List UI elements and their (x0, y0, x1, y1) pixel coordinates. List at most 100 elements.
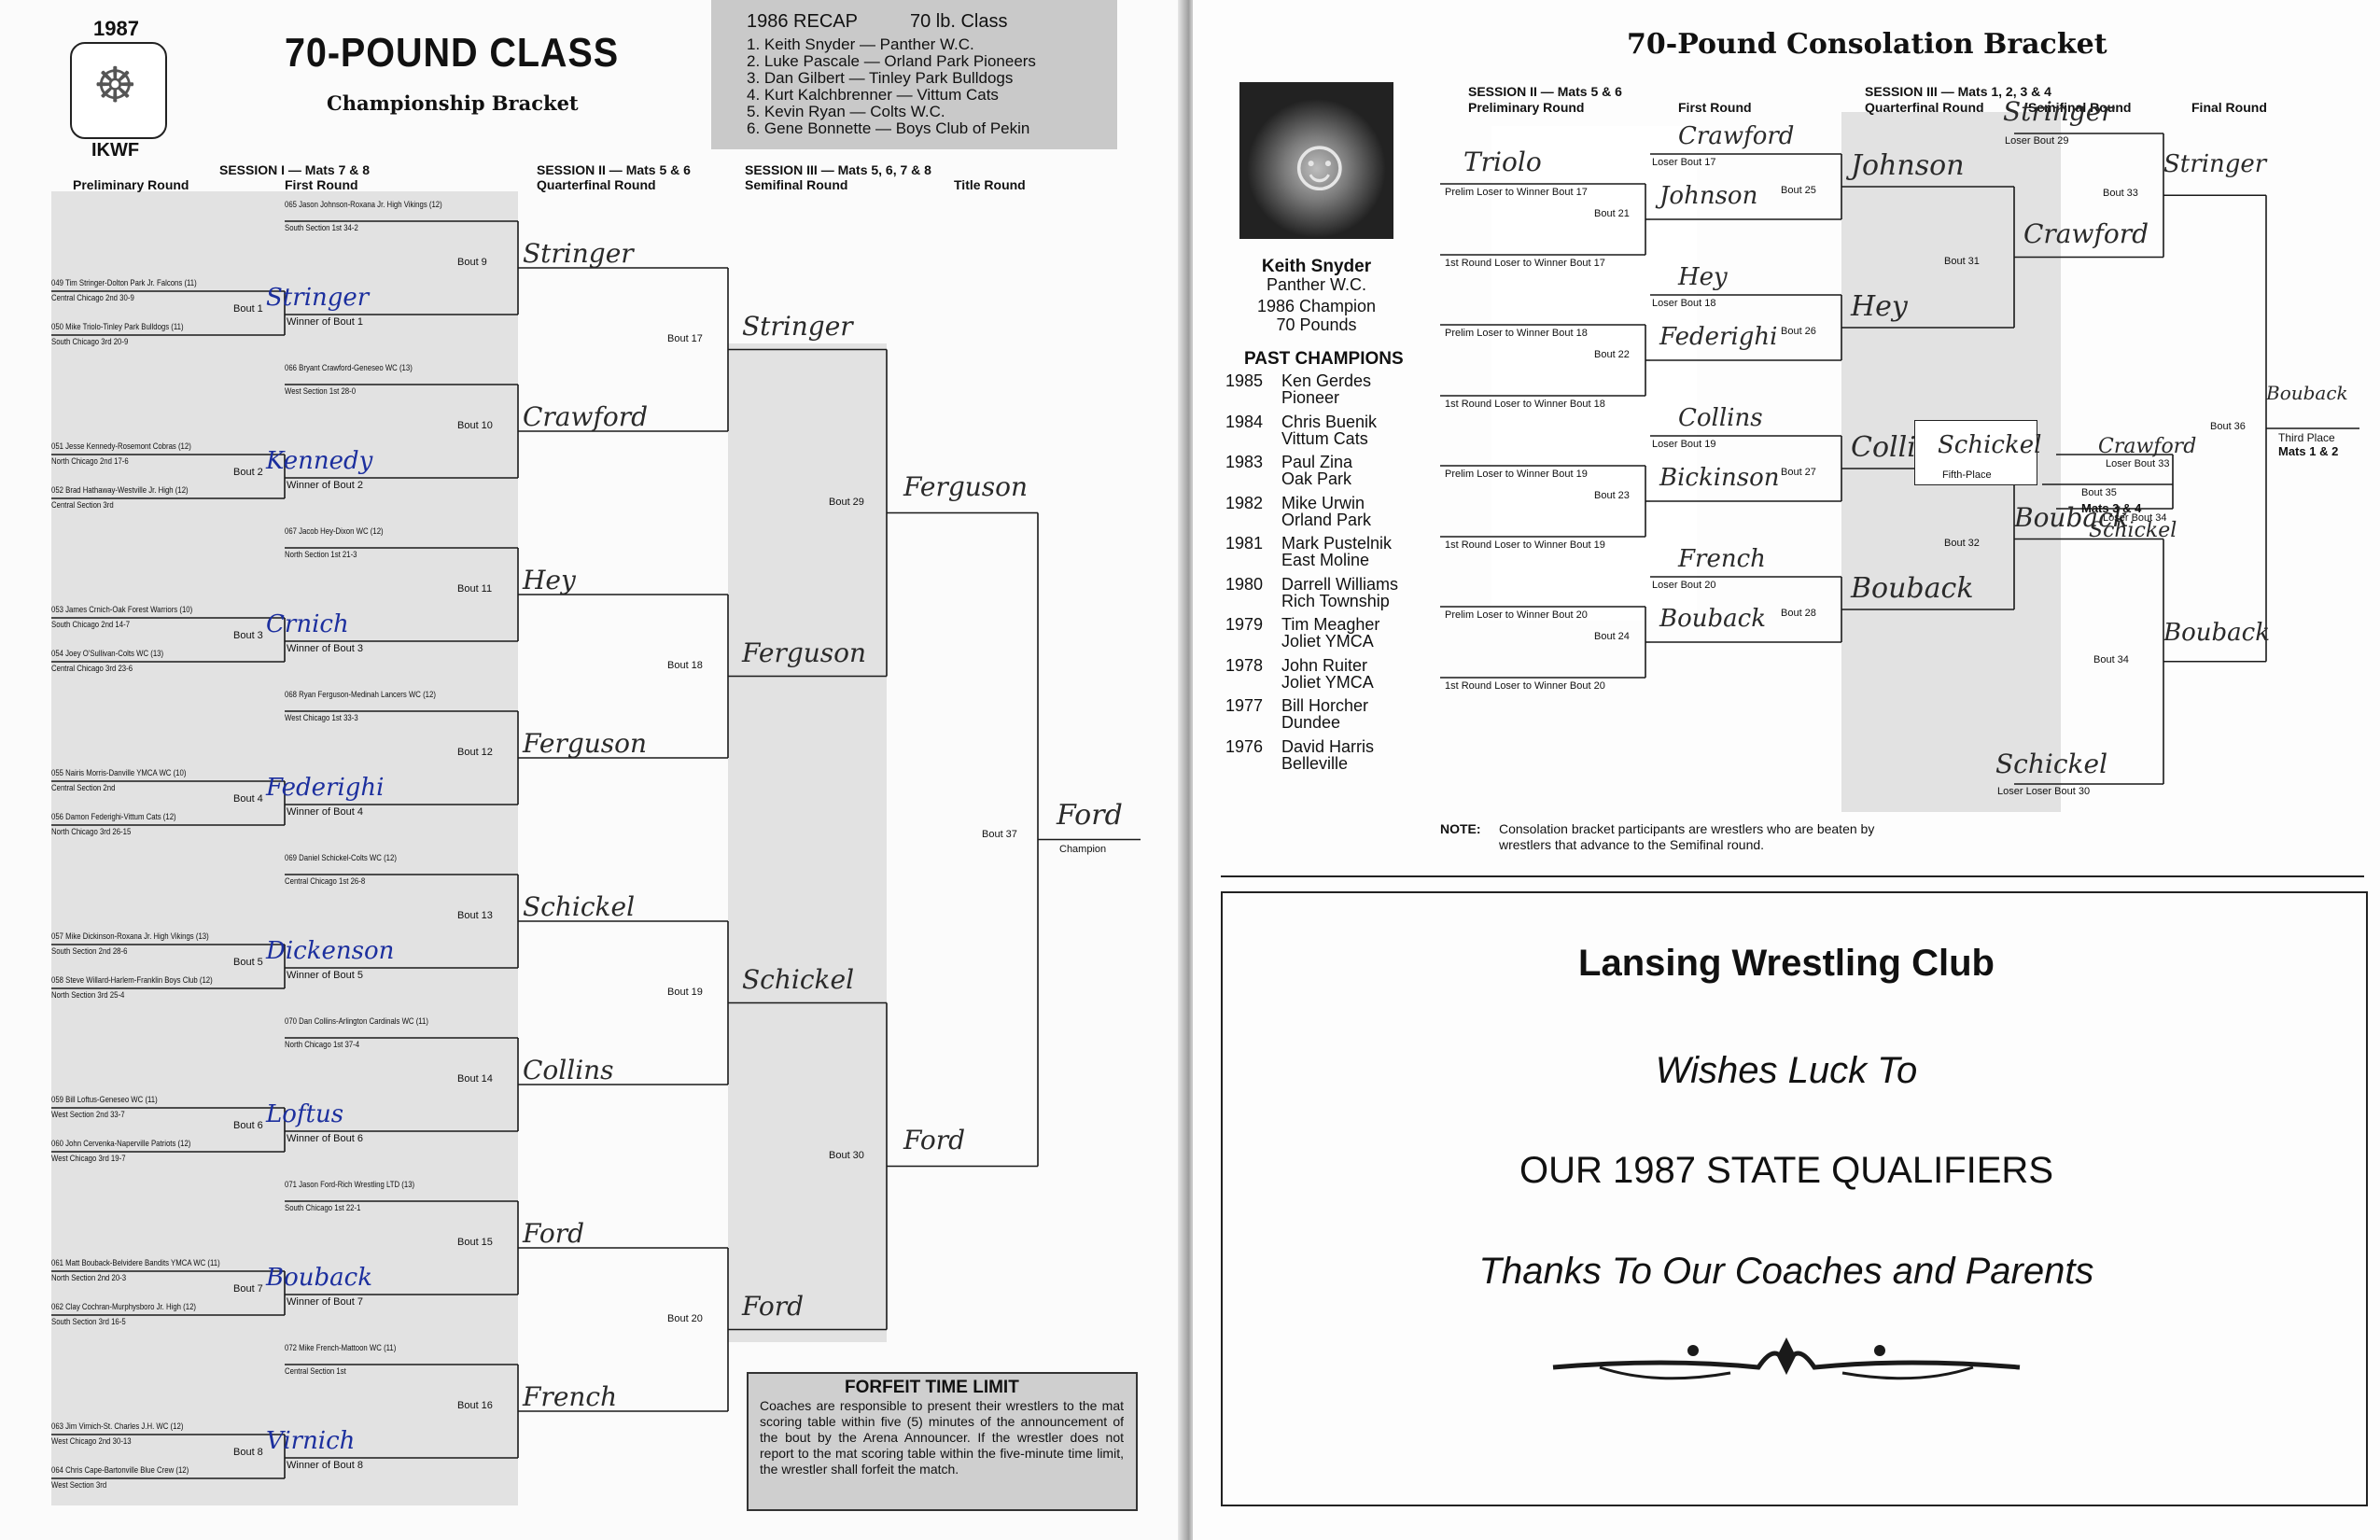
header-prelim: Preliminary Round (1468, 100, 1585, 115)
caption-name: Keith Snyder (1261, 257, 1372, 276)
qf-bout: Bout 18 (667, 659, 703, 671)
past-champions-title: PAST CHAMPIONS (1244, 349, 1404, 369)
past-club: East Moline (1281, 551, 1370, 569)
cons-fr-top-handwriting: Crawford (1678, 122, 1795, 150)
prelim-record-top: West Chicago 2nd 30-13 (51, 1436, 132, 1447)
header-qf: Quarterfinal Round (537, 177, 656, 192)
first-round-bout: Bout 12 (457, 747, 493, 758)
champion-label: Champion (1059, 843, 1107, 855)
cons-fr-handwriting: Bouback (1851, 572, 1974, 605)
prelim-bout: Bout 7 (233, 1282, 263, 1295)
header-qf: Quarterfinal Round (1865, 100, 1984, 115)
recap-box (711, 0, 1117, 149)
forfeit-text: Coaches are responsible to present their… (760, 1398, 1124, 1477)
past-club: Rich Township (1281, 591, 1390, 610)
cons-prelim-winner-handwriting: Johnson (1659, 182, 1758, 210)
qf-handwriting: Stringer (523, 238, 634, 269)
cons-loser-label: Loser Bout 19 (1652, 439, 1716, 450)
prelim-entry-bottom: 052 Brad Hathaway-Westville Jr. High (12… (51, 485, 189, 496)
header-session1: SESSION I — Mats 7 & 8 (219, 162, 371, 177)
cons-bout36: Bout 36 (2210, 421, 2246, 432)
first-round-bout: Bout 11 (457, 583, 493, 595)
prelim-bout: Bout 6 (233, 1119, 263, 1131)
cons-prelim-bout: Bout 21 (1594, 208, 1630, 219)
prelim-entry-bottom: 062 Clay Cochran-Murphysboro Jr. High (1… (51, 1302, 197, 1312)
caption-club: Panther W.C. (1266, 275, 1367, 294)
caption-line4: 70 Pounds (1276, 315, 1357, 334)
qf-handwriting: Ford (523, 1218, 585, 1249)
header-final: Final Round (2191, 100, 2267, 115)
cons-prelim-winner-handwriting: Federighi (1659, 323, 1778, 351)
third-place-mats: Mats 1 & 2 (2278, 444, 2339, 458)
fifth-top-label: Loser Bout 33 (2106, 458, 2170, 469)
prelim-record-bottom: Central Section 3rd (51, 500, 114, 511)
ad-line4: Thanks To Our Coaches and Parents (1478, 1251, 2094, 1292)
cons-fr-handwriting: Hey (1851, 290, 1908, 323)
third-place-label: Third Place (2278, 431, 2335, 444)
past-year: 1983 (1225, 453, 1264, 471)
prelim-entry-bottom: 060 John Cervenka-Naperville Patriots (1… (51, 1139, 191, 1149)
prelim-entry-top: 053 James Crnich-Oak Forest Warriors (10… (51, 605, 193, 615)
winner-label: Winner of Bout 8 (287, 1460, 363, 1471)
page-subtitle: Championship Bracket (327, 91, 579, 115)
org-name: IKWF (91, 140, 140, 161)
prelim-bout: Bout 5 (233, 956, 263, 968)
caption-line3: 1986 Champion (1256, 297, 1377, 315)
prelim-winner-handwriting: Kennedy (266, 446, 373, 475)
past-year: 1977 (1225, 696, 1264, 715)
cons-prelim-label: Prelim Loser to Winner Bout 17 (1445, 187, 1588, 198)
cons-prelim-label: Prelim Loser to Winner Bout 20 (1445, 609, 1588, 621)
prelim-record-top: South Section 2nd 28-6 (51, 946, 128, 957)
first-round-bout: Bout 10 (457, 420, 493, 431)
prelim-entry-top: 059 Bill Loftus-Geneseo WC (11) (51, 1095, 158, 1105)
prelim-winner-handwriting: Dickenson (266, 936, 395, 965)
past-year: 1976 (1225, 736, 1264, 756)
prelim-entry-bottom: 054 Joey O'Sullivan-Colts WC (13) (51, 649, 164, 659)
past-club: Joliet YMCA (1281, 632, 1374, 651)
header-title-round: Title Round (954, 177, 1026, 192)
sf-handwriting: Schickel (742, 963, 855, 995)
cons-sf-bottom-label: Loser Loser Bout 30 (1997, 786, 2091, 797)
cons-sf-bottom-handwriting: Schickel (1995, 749, 2108, 779)
cons-fr-handwriting: Johnson (1851, 149, 1965, 182)
prelim-record-top: West Section 2nd 33-7 (51, 1110, 125, 1120)
first-round-bout: Bout 15 (457, 1237, 493, 1248)
ad-box (1221, 891, 2368, 1506)
cons-bout34: Bout 34 (2093, 653, 2129, 665)
qf-handwriting: Ferguson (523, 728, 648, 759)
qf-handwriting: Crawford (523, 401, 648, 432)
cons-qf-bout: Bout 31 (1944, 255, 1980, 267)
prelim-entry-bottom: 056 Damon Federighi-Vittum Cats (12) (51, 812, 176, 822)
prelim-record-bottom: North Section 3rd 25-4 (51, 990, 125, 1001)
fifth-top-handwriting: Crawford (2098, 435, 2197, 458)
past-year: 1979 (1225, 615, 1264, 634)
cons-loser-label: Loser Bout 17 (1652, 157, 1716, 168)
cons-first-label: 1st Round Loser to Winner Bout 17 (1445, 258, 1605, 269)
cons-final-handwriting: Stringer (2163, 150, 2267, 179)
past-year: 1985 (1225, 371, 1264, 390)
sf-handwriting: Stringer (742, 310, 853, 342)
seed-entry: 068 Ryan Ferguson-Medinah Lancers WC (12… (285, 690, 436, 700)
forfeit-box (747, 1372, 1138, 1511)
winner-label: Winner of Bout 6 (287, 1133, 363, 1144)
past-year: 1982 (1225, 493, 1264, 512)
champion-photo (1239, 82, 1393, 239)
cons-fr-bout: Bout 28 (1781, 608, 1816, 619)
recap-line: 2. Luke Pascale — Orland Park Pioneers (747, 52, 1036, 70)
prelim-entry-bottom: 064 Chris Cape-Bartonville Blue Crew (12… (51, 1465, 189, 1476)
cons-qf-handwriting: Crawford (2023, 217, 2149, 249)
prelim-bout: Bout 3 (233, 629, 263, 641)
seed-entry: 069 Daniel Schickel-Colts WC (12) (285, 853, 397, 863)
fifth-bottom-label: Loser Bout 34 (2103, 512, 2167, 524)
cons-prelim-bout: Bout 23 (1594, 490, 1630, 501)
page-title: 70-Pound Consolation Bracket (1627, 28, 2107, 61)
championship-bracket-lines (51, 220, 1141, 1479)
prelim-winner-handwriting: Stringer (266, 283, 370, 312)
cons-prelim-label: Prelim Loser to Winner Bout 19 (1445, 469, 1588, 480)
cons-prelim-bout: Bout 22 (1594, 349, 1630, 360)
final-handwriting: Ford (903, 1124, 966, 1155)
recap-line: 6. Gene Bonnette — Boys Club of Pekin (747, 119, 1030, 137)
past-year: 1980 (1225, 574, 1264, 594)
past-name: Bill Horcher (1281, 696, 1369, 715)
ornament-flourish-icon (1552, 1337, 2021, 1380)
